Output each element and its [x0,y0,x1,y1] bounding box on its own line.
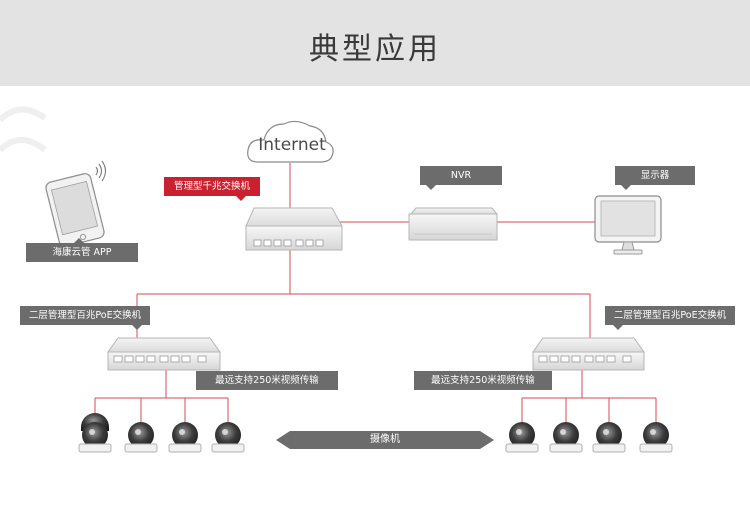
left-poe-switch-label: 二层管理型百兆PoE交换机 [20,306,150,330]
nvr-icon [408,207,499,241]
app-label: 海康云管 APP [26,238,138,262]
left-distance-label-text: 最远支持250米视频传输 [215,375,319,386]
cloud-label: Internet [258,135,326,155]
monitor-label: 显示器 [615,166,695,190]
dome-camera-right-1 [505,422,539,453]
right-distance-label: 最远支持250米视频传输 [414,371,552,390]
right-poe-switch-label-text: 二层管理型百兆PoE交换机 [613,310,727,321]
smartphone-icon [45,173,105,247]
right-poe-switch-device [532,337,645,371]
connection-lines [94,163,657,424]
app-label-text: 海康云管 APP [52,247,112,258]
page-header: 典型应用 [0,0,750,86]
dome-camera-left-3 [168,422,202,453]
monitor-label-text: 显示器 [640,170,670,181]
label-pointer [613,325,623,330]
dome-camera-left-1 [78,413,112,453]
left-poe-switch-label-text: 二层管理型百兆PoE交换机 [28,310,142,321]
right-poe-switch-label: 二层管理型百兆PoE交换机 [605,306,735,330]
dome-camera-left-2 [124,422,158,453]
cameras-label: 摄像机 [370,434,400,445]
page-title: 典型应用 [309,32,441,67]
label-pointer [74,238,84,243]
cloud-icon [247,120,334,163]
left-distance-label: 最远支持250米视频传输 [196,371,338,390]
nvr-label-text: NVR [450,170,472,181]
label-pointer [132,325,142,330]
core-switch-device [245,207,343,251]
monitor-icon [594,195,662,255]
wifi-signal-icon [95,160,107,182]
right-distance-label-text: 最远支持250米视频传输 [431,375,535,386]
dome-camera-right-3 [592,422,626,453]
left-poe-switch-device [107,337,221,371]
cameras-arrow-banner [276,431,494,449]
dome-camera-right-2 [549,422,583,453]
dome-camera-right-4 [639,422,673,453]
label-pointer [426,185,436,190]
watermark-arcs [0,106,47,153]
core-switch-label: 管理型千兆交换机 [164,177,260,201]
label-pointer [236,196,246,201]
dome-camera-left-4 [211,422,245,453]
nvr-label: NVR [420,166,502,190]
core-switch-label-text: 管理型千兆交换机 [173,181,250,192]
label-pointer [621,185,631,190]
